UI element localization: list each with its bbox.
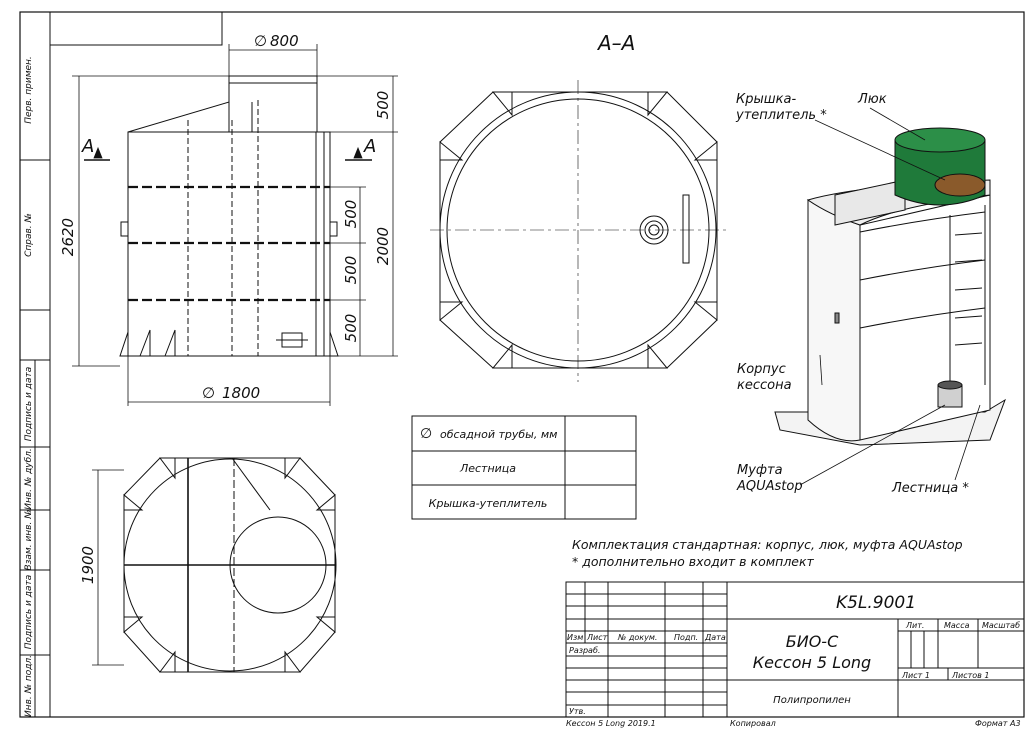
product-name: БИО-С (786, 632, 839, 651)
side-label: Взам. инв. № (24, 509, 34, 570)
spec-table (411, 415, 637, 520)
coupling-label: AQUAstop (736, 479, 803, 494)
doc-code: K5L.9001 (836, 593, 916, 613)
neck-height-label: 500 (374, 91, 392, 120)
front-dimensions (72, 44, 398, 406)
footer-right: Формат А3 (975, 719, 1021, 728)
hatch-label: Люк (857, 92, 887, 107)
side-label: Подпись и дата (24, 367, 34, 442)
side-strip-labels: Перв. примен. Справ. № Подпись и дата Ин… (24, 56, 34, 717)
coupling-label: Муфта (737, 463, 783, 478)
bottom-diameter-symbol: ∅ (202, 384, 215, 402)
plan-view (92, 457, 337, 673)
note-line: Комплектация стандартная: корпус, люк, м… (572, 537, 963, 552)
front-view (119, 75, 339, 357)
lit-label: Лит. (905, 621, 924, 630)
sheet-label: Лист 1 (901, 671, 930, 680)
side-label: Подпись и дата (24, 575, 34, 650)
section-marker-right: А (363, 136, 376, 157)
footer-left: Кессон 5 Long 2019.1 (566, 719, 656, 728)
spec-row-label: обсадной трубы, мм (440, 428, 557, 441)
spacing-label: 500 (342, 200, 360, 229)
body-label: Корпус (737, 362, 786, 377)
side-label: Инв. № подл. (24, 655, 34, 717)
side-label: Инв. № дубл. (24, 448, 34, 510)
side-strip (20, 159, 50, 717)
footer-center: Копировал (730, 719, 776, 728)
top-stamp-box (49, 11, 223, 46)
lid-label: утеплитель * (735, 108, 827, 123)
ladder-label: Лестница * (891, 481, 969, 496)
material-label: Полипропилен (773, 695, 851, 706)
spec-row-symbol: ∅ (420, 426, 432, 442)
plan-width-label: 1900 (79, 546, 97, 584)
row-label: Разраб. (569, 646, 600, 655)
iso-view (774, 127, 1006, 446)
col-header: Подп. (674, 633, 698, 642)
col-header: Дата (704, 633, 726, 642)
spec-row-label: Лестница (459, 462, 516, 475)
lid-label: Крышка- (736, 92, 796, 107)
col-header: Лист (586, 633, 608, 642)
note-line: * дополнительно входит в комплект (572, 554, 815, 569)
mass-label: Масса (944, 621, 970, 630)
bottom-diameter-label: 1800 (222, 384, 260, 402)
product-name: Кессон 5 Long (753, 653, 871, 672)
side-label: Справ. № (24, 213, 34, 257)
section-view (430, 80, 728, 382)
leader-lines (799, 107, 981, 486)
body-height-label: 2000 (374, 227, 392, 265)
spacing-label: 500 (342, 314, 360, 343)
section-title: А–А (596, 31, 635, 55)
scale-label: Масштаб (982, 621, 1020, 630)
body-label: кессона (737, 378, 792, 393)
section-marker-left: А (81, 136, 94, 157)
top-diameter-symbol: ∅ (254, 32, 267, 50)
row-label: Утв. (569, 707, 586, 716)
total-height-label: 2620 (59, 218, 77, 256)
spacing-label: 500 (342, 256, 360, 285)
title-block (565, 581, 1025, 718)
col-header: № докум. (617, 633, 657, 642)
side-label: Перв. примен. (24, 56, 34, 124)
spec-row-label: Крышка-утеплитель (429, 497, 548, 510)
col-header: Изм (567, 633, 583, 642)
sheets-label: Листов 1 (951, 671, 990, 680)
top-diameter-label: 800 (270, 32, 299, 50)
sheet-border (19, 11, 1025, 718)
